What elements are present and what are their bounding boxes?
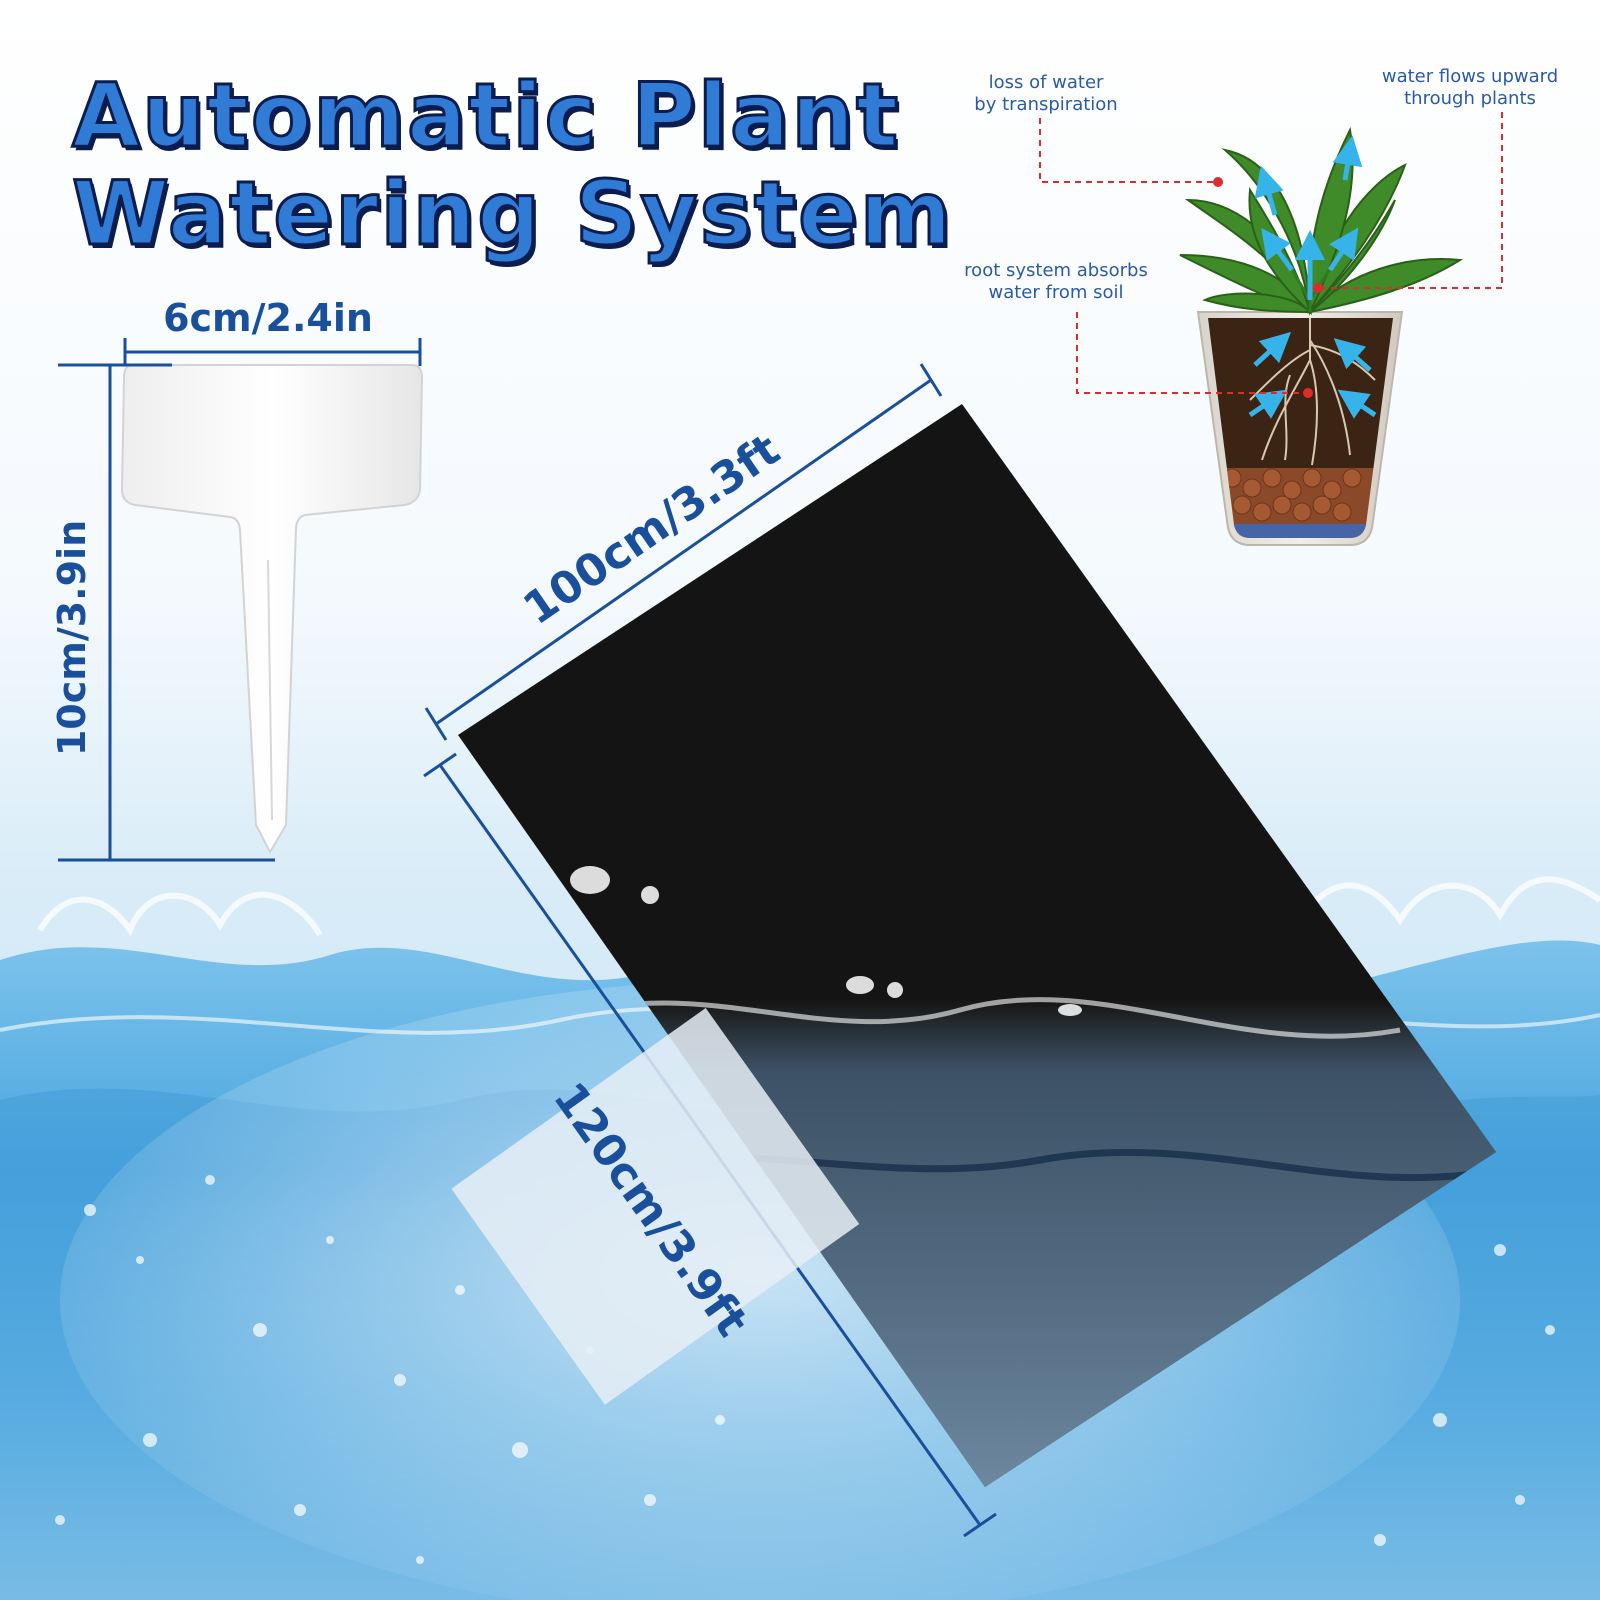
title-line-1: Automatic Plant: [70, 64, 901, 167]
label-width-dimension: 6cm/2.4in: [163, 296, 373, 340]
transpiration-annotation-text: loss of water by transpiration: [974, 72, 1118, 115]
upward-flow-annotation-text: water flows upward through plants: [1381, 66, 1559, 109]
title-line-2: Watering System: [70, 162, 954, 265]
roots-annotation-text: root system absorbs water from soil: [964, 260, 1148, 303]
